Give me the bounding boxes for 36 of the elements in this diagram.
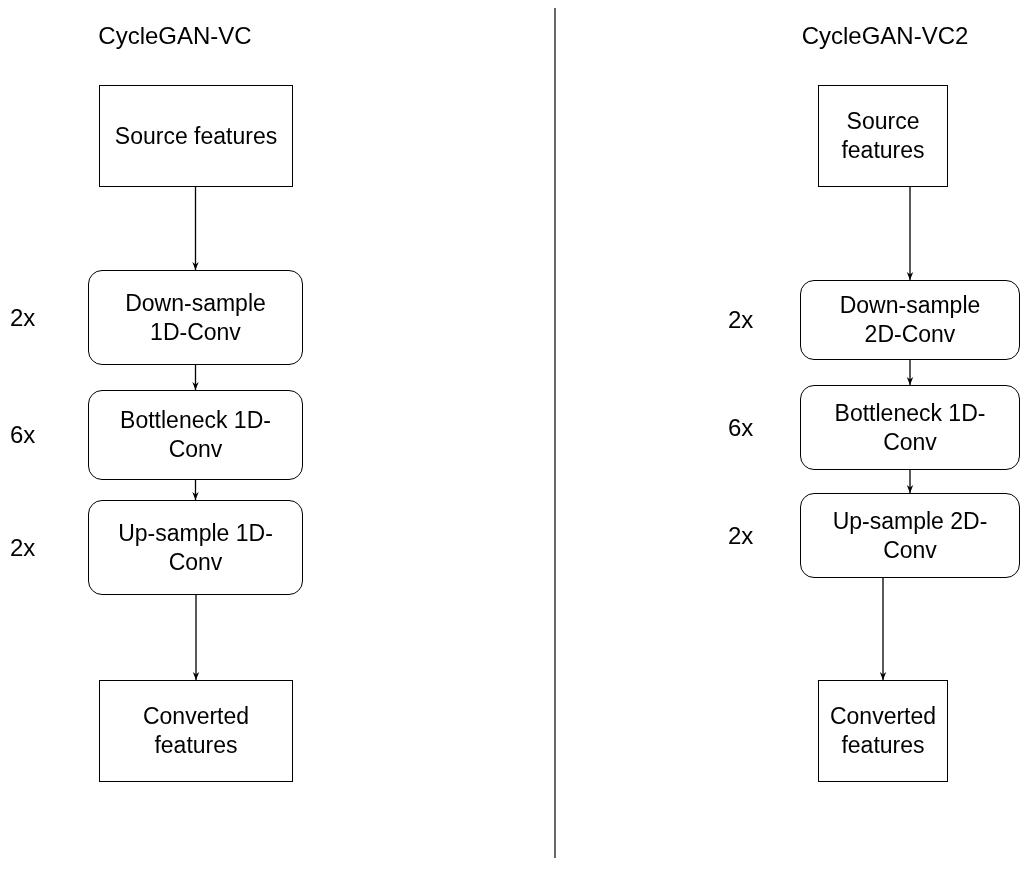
box-label: Source features: [840, 107, 926, 165]
box-label: Down-sample 1D-Conv: [124, 288, 267, 347]
repeat-count: 6x: [728, 413, 754, 442]
process-box: [88, 390, 303, 480]
column-title: CycleGAN-VC: [98, 22, 252, 50]
repeat-count: 2x: [728, 306, 754, 334]
box-label: Converted features: [828, 702, 938, 760]
arrow: [192, 364, 199, 391]
arrow: [192, 594, 200, 681]
process-box: [88, 500, 303, 595]
repeat-count: 2x: [728, 521, 754, 550]
repeat-count: 2x: [10, 533, 36, 562]
io-box: [99, 680, 293, 782]
box-label: Up-sample 2D-Conv: [831, 506, 989, 565]
arrow: [906, 359, 914, 386]
process-box: [800, 385, 1020, 470]
arrow: [192, 186, 199, 271]
box-label: Source features: [114, 121, 278, 151]
box-label: Down-sample 2D-Conv: [838, 291, 982, 349]
repeat-count: 6x: [10, 421, 36, 449]
box-label: Up-sample 1D-Conv: [117, 518, 274, 577]
column-title: CycleGAN-VC2: [801, 22, 969, 50]
box-label: Bottleneck 1D-Conv: [833, 398, 987, 457]
arrow: [906, 186, 914, 281]
arrow: [192, 479, 199, 501]
arrow: [879, 577, 887, 681]
io-box: [818, 680, 948, 782]
process-box: [88, 270, 303, 365]
io-box: [818, 85, 948, 187]
io-box: [99, 85, 293, 187]
box-label: Bottleneck 1D-Conv: [119, 406, 272, 464]
process-box: [800, 280, 1020, 360]
box-label: Converted features: [141, 702, 251, 760]
arrow: [906, 469, 914, 494]
repeat-count: 2x: [10, 303, 36, 332]
process-box: [800, 493, 1020, 578]
